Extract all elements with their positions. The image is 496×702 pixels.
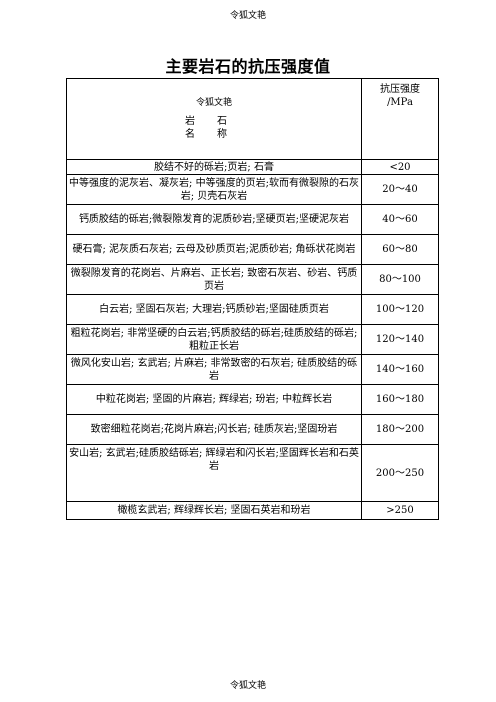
strength-cell: 140～160: [361, 354, 439, 385]
rock-strength-table: 令狐文艳 岩 石 名 称 抗压强度 /MPa 胶结不好的砾岩;页岩; 石膏 <2…: [66, 78, 439, 520]
strength-cell: 100～120: [361, 294, 439, 325]
rock-label-line2: 名 称: [185, 129, 233, 140]
strength-cell: 20～40: [361, 174, 439, 205]
rock-cell-text: 安山岩; 玄武岩;硅质胶结砾岩; 辉绿岩和闪长岩;坚固辉长岩和石英岩: [69, 448, 359, 472]
strength-cell: 120～140: [361, 324, 439, 355]
table-row: 白云岩; 坚固石灰岩; 大理岩;钙质砂岩;坚固硅质页岩 100～120: [66, 294, 439, 325]
table-row: 钙质胶结的砾岩;微裂隙发育的泥质砂岩;坚硬页岩;坚硬泥灰岩 40～60: [66, 204, 439, 235]
rock-name-header: 令狐文艳 岩 石 名 称: [66, 78, 362, 160]
strength-cell: 180～200: [361, 414, 439, 445]
rock-cell: 白云岩; 坚固石灰岩; 大理岩;钙质砂岩;坚固硅质页岩: [66, 294, 362, 325]
table-row: 致密细粒花岗岩;花岗片麻岩;闪长岩; 硅质灰岩;坚固玢岩 180～200: [66, 414, 439, 445]
rock-cell: 中粒花岗岩; 坚固的片麻岩; 辉绿岩; 玢岩; 中粒辉长岩: [66, 384, 362, 415]
table-row: 橄榄玄武岩; 辉绿辉长岩; 坚固石英岩和玢岩 >250: [66, 501, 439, 520]
rock-label-line1: 岩 石: [185, 116, 233, 127]
table-row: 安山岩; 玄武岩;硅质胶结砾岩; 辉绿岩和闪长岩;坚固辉长岩和石英岩 200～2…: [66, 444, 439, 502]
rock-cell: 胶结不好的砾岩;页岩; 石膏: [66, 159, 362, 175]
strength-label-line2: /MPa: [387, 97, 413, 108]
strength-label-line1: 抗压强度: [380, 84, 420, 95]
rock-cell: 橄榄玄武岩; 辉绿辉长岩; 坚固石英岩和玢岩: [66, 501, 362, 520]
document-title: 主要岩石的抗压强度值: [165, 57, 331, 76]
strength-cell: 60～80: [361, 234, 439, 265]
table-row: 硬石膏; 泥灰质石灰岩; 云母及砂质页岩;泥质砂岩; 角砾状花岗岩 60～80: [66, 234, 439, 265]
rock-cell: 粗粒花岗岩; 非常坚硬的白云岩;钙质胶结的砾岩;硅质胶结的砾岩;粗粒正长岩: [66, 324, 362, 355]
strength-cell: 80～100: [361, 264, 439, 295]
table-row: 粗粒花岗岩; 非常坚硬的白云岩;钙质胶结的砾岩;硅质胶结的砾岩;粗粒正长岩 12…: [66, 324, 439, 355]
strength-cell: <20: [361, 159, 439, 175]
rock-cell: 钙质胶结的砾岩;微裂隙发育的泥质砂岩;坚硬页岩;坚硬泥灰岩: [66, 204, 362, 235]
rock-cell: 安山岩; 玄武岩;硅质胶结砾岩; 辉绿岩和闪长岩;坚固辉长岩和石英岩: [66, 444, 362, 502]
rock-cell: 致密细粒花岗岩;花岗片麻岩;闪长岩; 硅质灰岩;坚固玢岩: [66, 414, 362, 445]
rock-cell: 微裂隙发育的花岗岩、片麻岩、正长岩; 致密石灰岩、砂岩、钙质页岩: [66, 264, 362, 295]
rock-cell: 微风化安山岩; 玄武岩; 片麻岩; 非常致密的石灰岩; 硅质胶结的砾岩: [66, 354, 362, 385]
page-header-watermark: 令狐文艳: [229, 11, 266, 21]
rock-cell: 硬石膏; 泥灰质石灰岩; 云母及砂质页岩;泥质砂岩; 角砾状花岗岩: [66, 234, 362, 265]
table-row: 中等强度的泥灰岩、凝灰岩; 中等强度的页岩;软而有微裂隙的石灰岩; 贝壳石灰岩 …: [66, 174, 439, 205]
page-footer-watermark: 令狐文艳: [229, 681, 266, 691]
strength-cell: 40～60: [361, 204, 439, 235]
rock-cell: 中等强度的泥灰岩、凝灰岩; 中等强度的页岩;软而有微裂隙的石灰岩; 贝壳石灰岩: [66, 174, 362, 205]
strength-cell: 200～250: [361, 444, 439, 502]
table-row: 微风化安山岩; 玄武岩; 片麻岩; 非常致密的石灰岩; 硅质胶结的砾岩 140～…: [66, 354, 439, 385]
table-header-row: 令狐文艳 岩 石 名 称 抗压强度 /MPa: [66, 78, 439, 160]
strength-cell: >250: [361, 501, 439, 520]
table-row: 微裂隙发育的花岗岩、片麻岩、正长岩; 致密石灰岩、砂岩、钙质页岩 80～100: [66, 264, 439, 295]
strength-header: 抗压强度 /MPa: [361, 78, 439, 160]
table-row: 中粒花岗岩; 坚固的片麻岩; 辉绿岩; 玢岩; 中粒辉长岩 160～180: [66, 384, 439, 415]
strength-cell: 160～180: [361, 384, 439, 415]
header-watermark: 令狐文艳: [195, 98, 232, 108]
table-row: 胶结不好的砾岩;页岩; 石膏 <20: [66, 159, 439, 175]
